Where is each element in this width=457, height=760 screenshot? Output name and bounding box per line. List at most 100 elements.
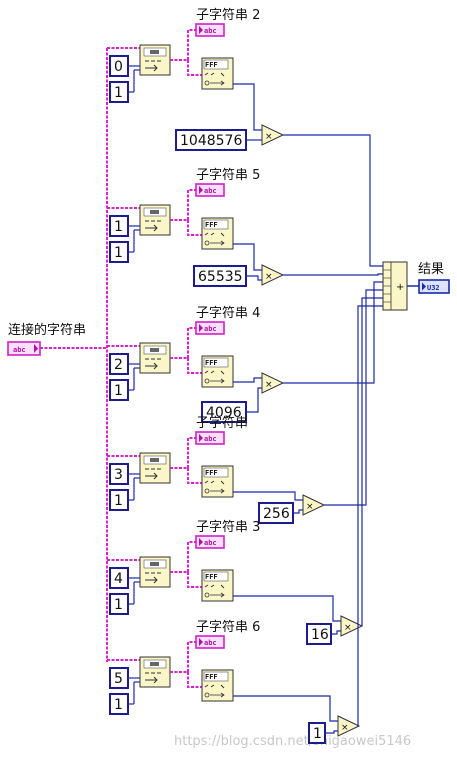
- multiply-node[interactable]: ×: [261, 372, 285, 394]
- offset-constant[interactable]: 3: [109, 463, 129, 485]
- number-wire: [233, 377, 262, 383]
- hex-tag: FFF: [205, 359, 218, 367]
- multiplier-constant[interactable]: 1048576: [175, 129, 247, 151]
- substring-indicator[interactable]: 子字符串 6 abc: [195, 619, 260, 649]
- offset-constant[interactable]: 1: [109, 215, 129, 237]
- number-wire: [233, 595, 341, 622]
- compound-add-node[interactable]: +: [382, 261, 408, 311]
- length-constant[interactable]: 1: [109, 81, 129, 103]
- substring-wire: [170, 29, 196, 61]
- string-subset-node[interactable]: [139, 452, 171, 484]
- string-wire-trunk: [40, 48, 108, 662]
- input-type-tag: abc: [13, 346, 26, 354]
- length-value: 1: [114, 697, 123, 713]
- multiplier-value: 256: [263, 506, 290, 522]
- offset-value: 2: [114, 357, 123, 373]
- substring-label: 子字符串 6: [196, 619, 260, 635]
- length-value: 1: [114, 85, 123, 101]
- multiply-node[interactable]: ×: [261, 124, 285, 146]
- watermark: https://blog.csdn.net/shigaowei5146: [174, 734, 411, 749]
- length-constant[interactable]: 1: [109, 593, 129, 615]
- substring-label: 子字符串 2: [196, 7, 260, 23]
- offset-value: 4: [114, 571, 123, 587]
- offset-constant[interactable]: 0: [109, 55, 129, 77]
- offset-constant[interactable]: 5: [109, 667, 129, 689]
- substring-type-tag: abc: [204, 435, 217, 443]
- multiplier-constant[interactable]: 16: [306, 623, 332, 645]
- hex-to-number-node[interactable]: FFF: [201, 217, 234, 250]
- multiply-node[interactable]: ×: [261, 264, 285, 286]
- multiplier-wire: [246, 275, 262, 281]
- multiply-node[interactable]: ×: [302, 494, 326, 516]
- hex-tag: FFF: [205, 61, 218, 69]
- hex-to-number-node[interactable]: FFF: [201, 569, 234, 602]
- length-value: 1: [114, 245, 123, 261]
- output-type-tag: U32: [427, 284, 440, 292]
- string-subset-node[interactable]: [139, 556, 171, 588]
- multiply-node[interactable]: ×: [337, 715, 361, 737]
- string-subset-node[interactable]: [139, 342, 171, 374]
- substring-type-tag: abc: [204, 187, 217, 195]
- hex-tag: FFF: [205, 221, 218, 229]
- substring-wire: [170, 437, 196, 469]
- substring-type-tag: abc: [204, 639, 217, 647]
- product-wire: [357, 305, 383, 727]
- length-constant[interactable]: 1: [109, 693, 129, 715]
- length-value: 1: [114, 597, 123, 613]
- hex-to-number-node[interactable]: FFF: [201, 355, 234, 388]
- multiplier-wire: [293, 509, 303, 514]
- offset-constant[interactable]: 2: [109, 353, 129, 375]
- string-subset-node[interactable]: [139, 44, 171, 76]
- product-wire: [324, 289, 383, 506]
- multiplier-value: 16: [311, 627, 329, 643]
- hex-to-number-node[interactable]: FFF: [201, 465, 234, 498]
- multiplier-wire: [331, 630, 341, 635]
- offset-value: 3: [114, 467, 123, 483]
- substring-indicator[interactable]: 子字符串 5 abc: [195, 167, 260, 197]
- multiplier-value: 65535: [198, 269, 243, 285]
- multiplier-constant[interactable]: 65535: [193, 265, 247, 287]
- multiplier-constant[interactable]: 1: [308, 722, 326, 744]
- output-indicator[interactable]: 结果 U32: [418, 262, 450, 294]
- number-wire: [233, 695, 338, 722]
- multiply-symbol: ×: [344, 623, 352, 633]
- substring-label: 子字符串: [196, 415, 248, 431]
- substring-indicator[interactable]: 子字符串 abc: [195, 415, 248, 445]
- substring-wire: [170, 541, 196, 573]
- length-constant[interactable]: 1: [109, 241, 129, 263]
- product-wire: [283, 273, 383, 276]
- multiplier-value: 4096: [206, 405, 242, 421]
- multiplier-value: 1: [313, 726, 322, 742]
- input-terminal[interactable]: 连接的字符串 abc: [7, 322, 86, 356]
- length-constant[interactable]: 1: [109, 379, 129, 401]
- substring-wire: [170, 641, 196, 673]
- string-subset-node[interactable]: [139, 204, 171, 236]
- number-wire: [233, 491, 303, 501]
- string-subset-node[interactable]: [139, 656, 171, 688]
- product-wire: [283, 281, 383, 384]
- offset-constant[interactable]: 4: [109, 567, 129, 589]
- offset-value: 1: [114, 219, 123, 235]
- substring-label: 子字符串 3: [196, 519, 260, 535]
- length-constant[interactable]: 1: [109, 489, 129, 511]
- multiply-symbol: ×: [341, 723, 349, 733]
- multiplier-value: 1048576: [180, 133, 242, 149]
- multiplier-constant[interactable]: 4096: [201, 401, 247, 423]
- multiplier-constant[interactable]: 256: [258, 502, 294, 524]
- hex-to-number-node[interactable]: FFF: [201, 57, 234, 90]
- hex-to-number-node[interactable]: FFF: [201, 669, 234, 702]
- multiply-node[interactable]: ×: [340, 615, 364, 637]
- substring-label: 子字符串 5: [196, 167, 260, 183]
- multiply-symbol: ×: [265, 380, 273, 390]
- substring-wire: [170, 189, 196, 221]
- product-wire: [283, 134, 383, 267]
- hex-tag: FFF: [205, 673, 218, 681]
